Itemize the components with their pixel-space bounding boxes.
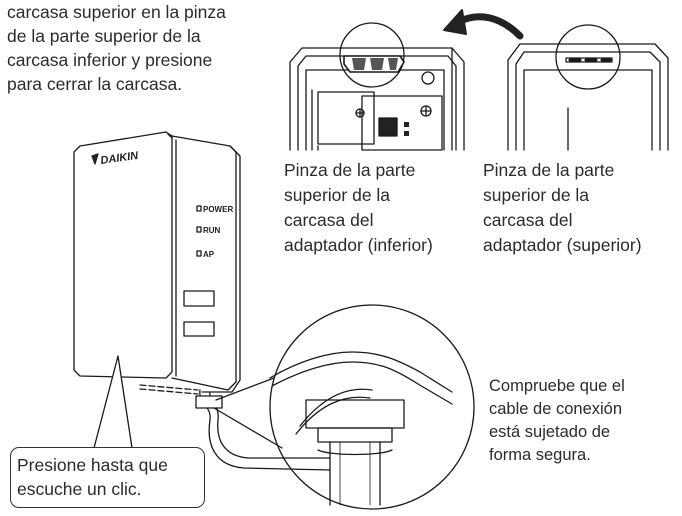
- caption-line: cable de conexión: [489, 400, 623, 418]
- lower-housing-diagram: [289, 22, 465, 151]
- caption-line: superior de la: [284, 185, 391, 205]
- adapter-device: [73, 131, 241, 395]
- caption-line: carcasa del: [284, 210, 374, 230]
- callout-line: escuche un clic.: [17, 479, 142, 499]
- caption-line: forma segura.: [489, 446, 591, 464]
- lower-clip-caption: Pinza de la parte superior de la carcasa…: [284, 158, 433, 258]
- run-indicator-label: RUN: [203, 226, 221, 235]
- instruction-text: carcasa superior en la pinza de la parte…: [7, 0, 226, 96]
- ap-indicator-label: AP: [203, 250, 215, 259]
- upper-clip-caption: Pinza de la parte superior de la carcasa…: [483, 158, 642, 258]
- upper-housing-diagram: [507, 24, 669, 151]
- power-indicator-label: POWER: [203, 205, 233, 214]
- caption-line: Pinza de la parte: [284, 160, 416, 180]
- brand-logo: DAIKIN: [100, 150, 140, 167]
- callout-pointer: [93, 355, 133, 449]
- instruction-line: carcasa inferior y presione: [7, 50, 213, 70]
- callout-line: Presione hasta que: [17, 455, 168, 475]
- caption-line: adaptador (inferior): [284, 235, 433, 255]
- caption-line: Compruebe que el: [489, 377, 625, 395]
- instruction-line: carcasa superior en la pinza: [7, 2, 226, 22]
- press-callout: Presione hasta que escuche un clic.: [10, 447, 205, 508]
- instruction-line: de la parte superior de la: [7, 26, 201, 46]
- caption-line: adaptador (superior): [483, 235, 642, 255]
- rotate-arrow-icon: [443, 9, 524, 40]
- cable-check-caption: Compruebe que el cable de conexión está …: [489, 375, 625, 467]
- caption-line: Pinza de la parte: [483, 160, 615, 180]
- cable-detail: [195, 304, 475, 510]
- instruction-line: para cerrar la carcasa.: [7, 74, 183, 94]
- caption-line: está sujetado de: [489, 423, 611, 441]
- caption-line: carcasa del: [483, 210, 573, 230]
- caption-line: superior de la: [483, 185, 590, 205]
